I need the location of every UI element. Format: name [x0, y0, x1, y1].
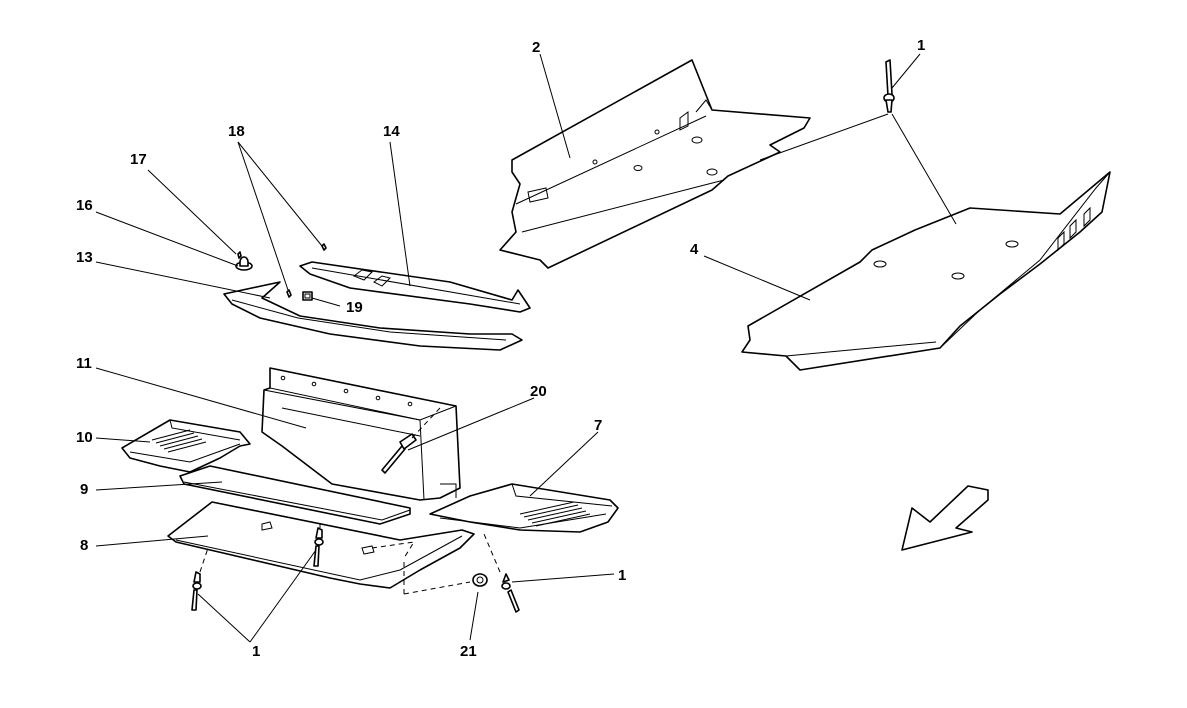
part-13-trim — [223, 281, 523, 351]
part-10-corner — [121, 419, 251, 473]
callout-11: 11 — [76, 355, 92, 372]
part-20-stud — [381, 407, 441, 474]
fastener-1-top — [883, 59, 895, 113]
callout-4: 4 — [690, 241, 699, 258]
part-4-panel — [741, 171, 1111, 371]
part-2-panel — [499, 59, 811, 269]
part-16-clip — [235, 251, 253, 271]
callout-19: 19 — [346, 299, 363, 316]
callout-9: 9 — [80, 481, 88, 498]
callout-1-top: 1 — [917, 37, 925, 54]
part-14-trim — [299, 261, 531, 313]
leader-lines — [95, 53, 957, 643]
callout-21: 21 — [460, 643, 477, 660]
callout-7: 7 — [594, 417, 602, 434]
fastener-1-bottom-right — [483, 533, 520, 613]
callout-10: 10 — [76, 429, 93, 446]
callout-20: 20 — [530, 383, 547, 400]
callout-13: 13 — [76, 249, 93, 266]
part-11-bulkhead — [261, 367, 461, 501]
callout-1-bottom: 1 — [252, 643, 260, 660]
part-7-corner — [429, 483, 619, 533]
callout-1-right: 1 — [618, 567, 626, 584]
callout-14: 14 — [383, 123, 400, 140]
part-18-pins — [286, 243, 327, 298]
part-19-clip — [302, 291, 313, 301]
direction-arrow-icon — [901, 485, 989, 551]
callout-2: 2 — [532, 39, 540, 56]
callout-18: 18 — [228, 123, 245, 140]
fastener-1-bottom-left — [191, 547, 209, 611]
callout-16: 16 — [76, 197, 93, 214]
callout-17: 17 — [130, 151, 147, 168]
part-21-nut — [371, 541, 488, 595]
fastener-1-bottom-mid — [313, 520, 324, 567]
callout-8: 8 — [80, 537, 88, 554]
